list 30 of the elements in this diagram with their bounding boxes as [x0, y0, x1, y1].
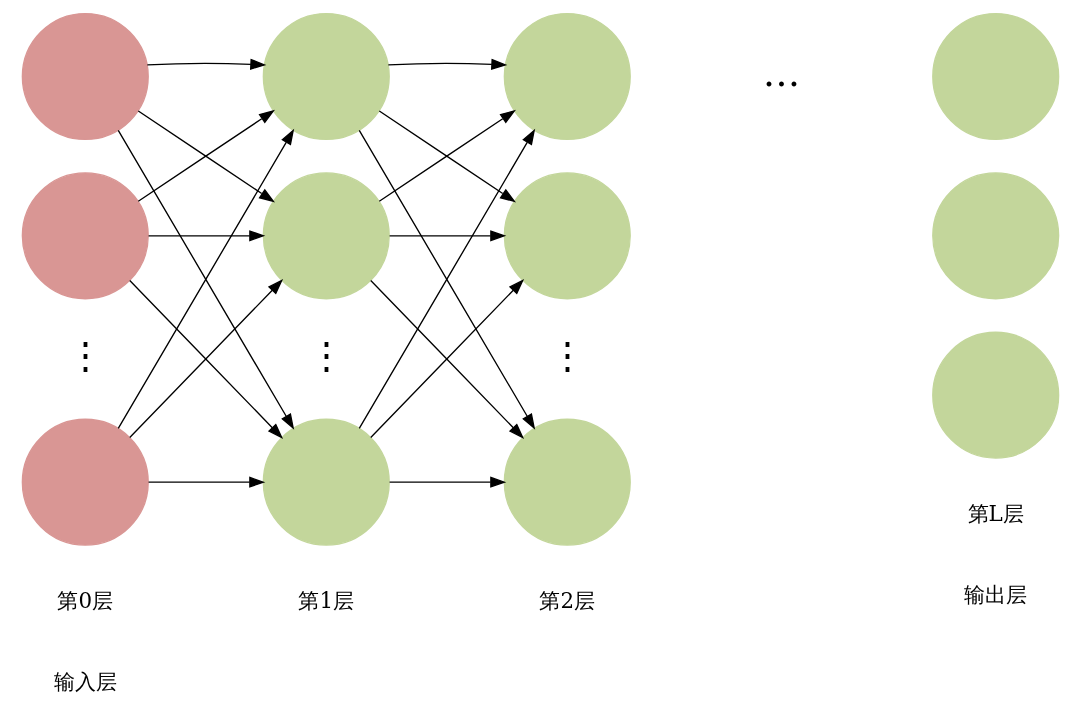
node-circle [931, 172, 1059, 300]
node-circle [503, 172, 631, 300]
label: 输入层 [53, 669, 117, 695]
arrow [387, 58, 507, 70]
node-circle [931, 331, 1059, 459]
node-circle [503, 418, 631, 546]
label: 第0层 [56, 587, 113, 613]
node-circle [262, 12, 390, 141]
label: 第1层 [297, 587, 354, 613]
node-circle [262, 172, 390, 300]
label: ⋮ [66, 333, 104, 378]
node-circle [931, 12, 1059, 141]
arrow [388, 476, 506, 488]
node-circle [503, 12, 631, 141]
label: ⋮ [548, 333, 586, 378]
node-circle [21, 172, 149, 300]
arrow [147, 476, 265, 488]
label: 输出层 [963, 582, 1027, 608]
node-circle [21, 12, 149, 141]
node-circle [262, 418, 390, 546]
arrow [369, 279, 524, 439]
arrow [388, 230, 506, 242]
label: ⋮ [307, 333, 345, 378]
label: 第2层 [538, 587, 595, 613]
arrow [147, 230, 265, 242]
node-circle [21, 418, 149, 546]
label: … [762, 50, 800, 95]
arrow [146, 58, 266, 70]
label: 第L层 [967, 500, 1024, 526]
arrow [128, 279, 283, 439]
